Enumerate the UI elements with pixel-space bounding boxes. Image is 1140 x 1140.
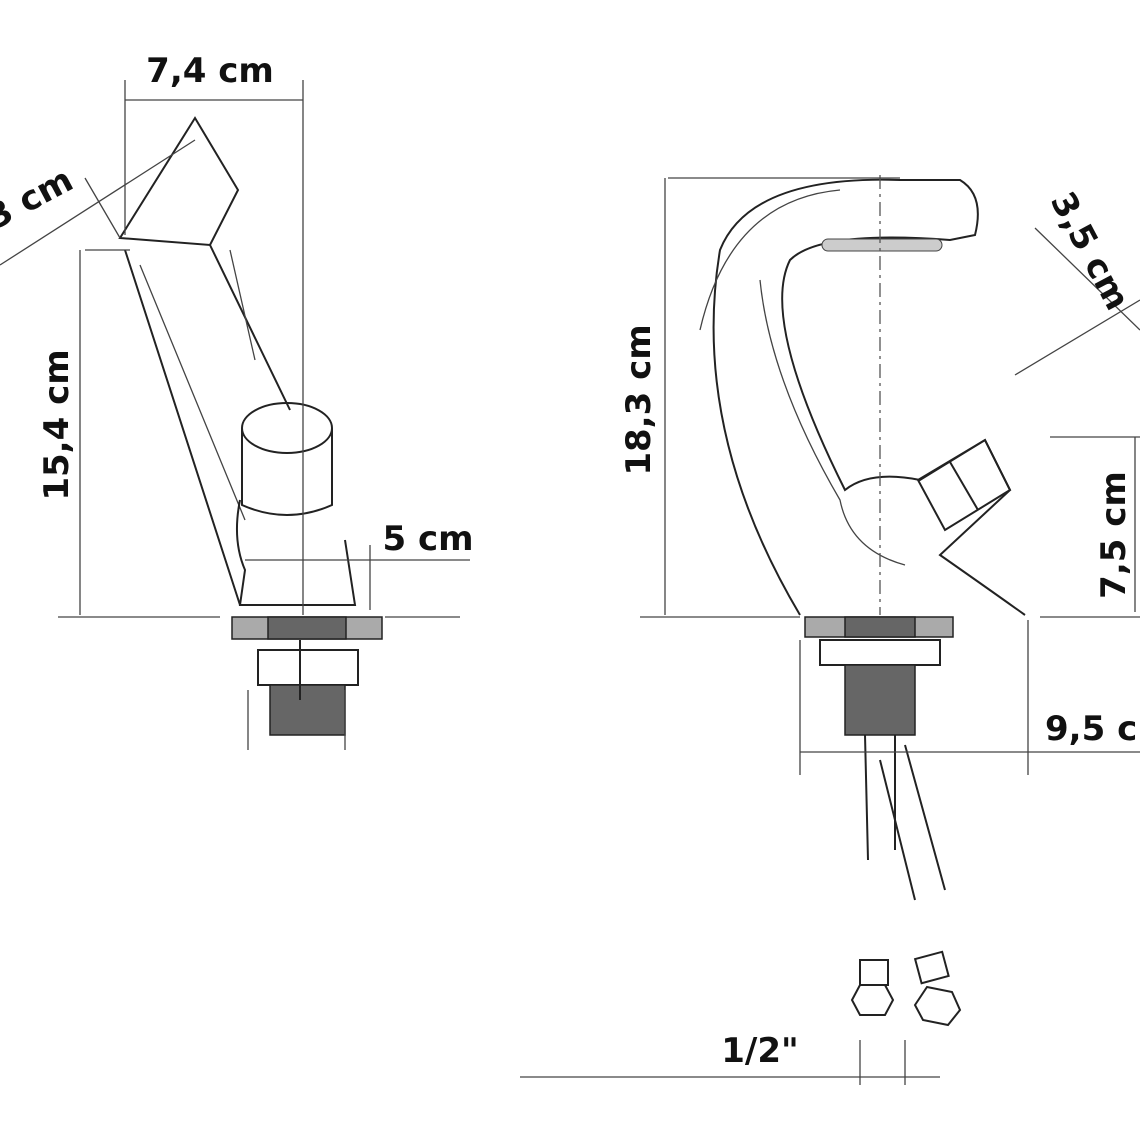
- label-spout-width: 7,4 cm: [146, 51, 274, 91]
- side-view-faucet: [58, 116, 460, 750]
- label-front-height: 18,3 cm: [619, 324, 659, 475]
- label-depth: 9,5 cm: [1045, 709, 1140, 749]
- side-view-dimension-lines: [0, 80, 470, 615]
- label-base: 5 cm: [382, 519, 473, 559]
- label-thread: 1/2": [721, 1031, 798, 1071]
- label-side-height: 15,4 cm: [37, 349, 77, 500]
- front-view-dimension-lines: [520, 177, 1140, 1085]
- front-view-faucet: [640, 175, 1140, 1027]
- label-handle-width: 3,5 cm: [1042, 185, 1137, 316]
- label-spout-depth: 3 cm: [0, 160, 80, 238]
- label-handle-height: 7,5 cm: [1094, 471, 1134, 599]
